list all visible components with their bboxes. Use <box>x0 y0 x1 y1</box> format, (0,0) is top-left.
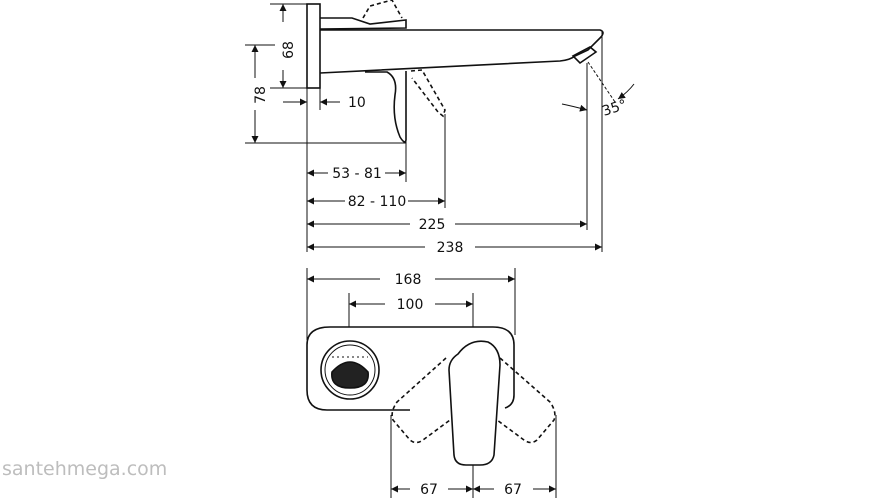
dim-67-right: 67 <box>504 482 522 498</box>
dim-68: 68 <box>281 41 297 59</box>
lever <box>365 71 407 143</box>
diverter-handle <box>331 361 369 389</box>
front-view <box>306 326 556 466</box>
mixer-lever <box>448 340 501 466</box>
diverter-knob <box>320 340 380 400</box>
dim-225: 225 <box>419 217 446 233</box>
cover-plate <box>306 326 515 411</box>
dim-238: 238 <box>437 240 464 256</box>
side-dimension-labels: 68 78 10 53 - 81 82 - 110 225 238 35° <box>253 41 629 256</box>
aerator <box>571 46 598 65</box>
handle-dashed <box>362 0 403 19</box>
front-dimension-labels: 168 100 67 67 <box>395 272 522 498</box>
handle-block <box>319 17 407 30</box>
dim-78: 78 <box>253 86 269 104</box>
lever-right-dashed <box>496 357 556 444</box>
dim-53-81: 53 - 81 <box>332 166 382 182</box>
diverter-knob-ring <box>324 344 376 396</box>
lever-left-dashed <box>391 357 451 444</box>
watermark: santehmega.com <box>2 458 168 480</box>
wall-plate <box>306 3 321 89</box>
side-view <box>306 0 604 143</box>
dim-35-deg: 35° <box>600 97 629 120</box>
side-dimension-lines <box>245 3 635 252</box>
dim-67-left: 67 <box>420 482 438 498</box>
dim-100: 100 <box>397 297 424 313</box>
spout <box>319 29 604 74</box>
dim-10: 10 <box>348 95 366 111</box>
front-dimension-lines <box>306 268 557 498</box>
lever-dashed <box>410 69 446 118</box>
dim-168: 168 <box>395 272 422 288</box>
dim-82-110: 82 - 110 <box>348 194 407 210</box>
